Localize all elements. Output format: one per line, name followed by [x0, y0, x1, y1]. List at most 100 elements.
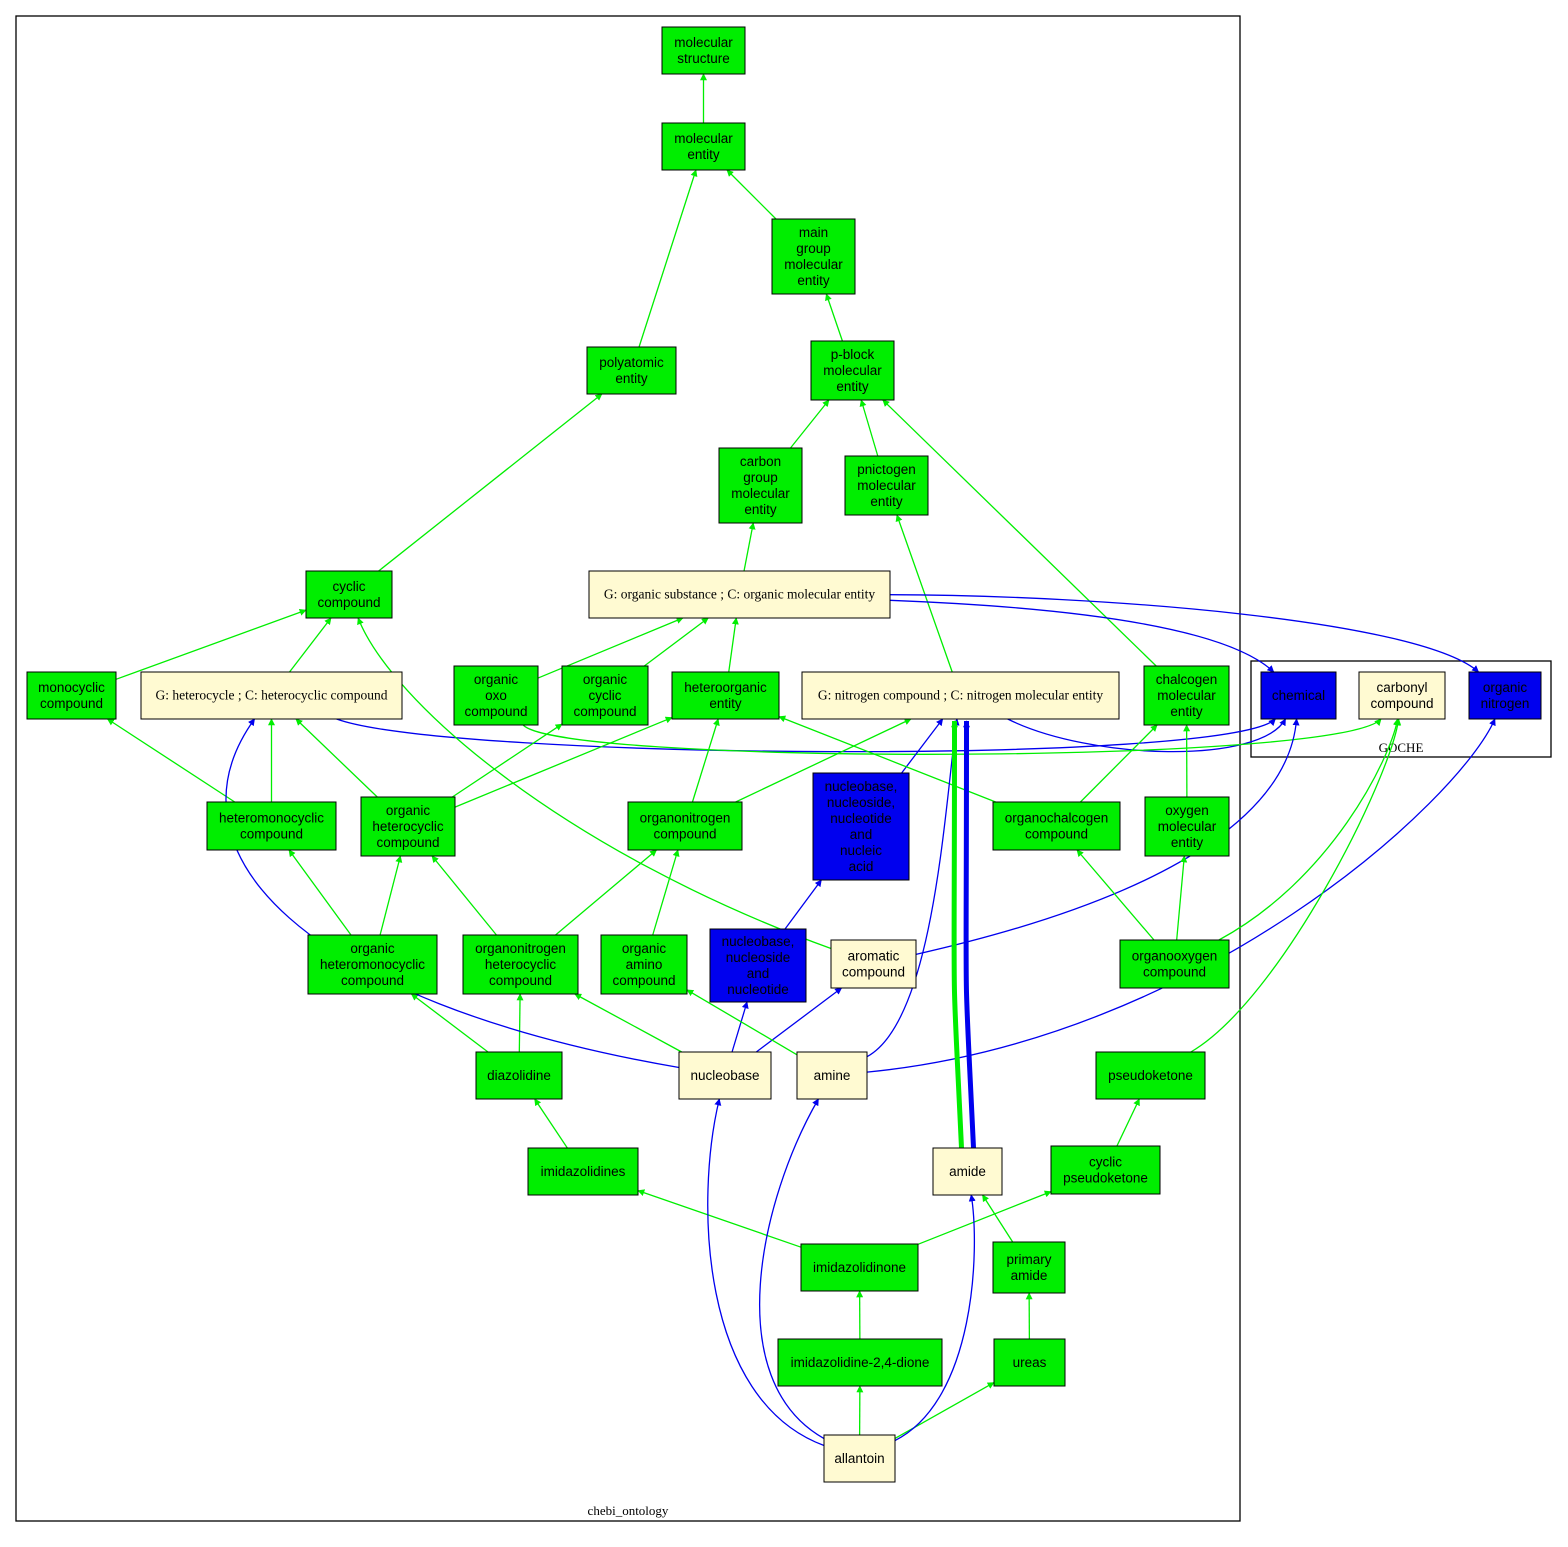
node-box: [586, 346, 677, 395]
node-diazolidine[interactable]: diazolidine: [475, 1051, 563, 1100]
node-box: [600, 934, 688, 995]
node-pseudoketone[interactable]: pseudoketone: [1095, 1051, 1206, 1100]
node-label: structure: [677, 51, 730, 66]
node-label: organic: [1483, 680, 1528, 695]
edge-chalcogen-to-pblock: [882, 399, 1157, 667]
node-label: molecular: [784, 257, 843, 272]
node-box: [671, 671, 780, 720]
edge-organic-heterocyclic-to-organic-cyclic: [452, 723, 563, 798]
node-label: nitrogen: [1481, 696, 1530, 711]
edge-organic-heteromonocyclic-to-organic-heterocyclic: [379, 855, 403, 936]
edge-organooxygen-to-organochalcogen: [1076, 849, 1155, 941]
node-box: [453, 665, 539, 726]
node-imidazolidinone[interactable]: imidazolidinone: [800, 1243, 919, 1292]
node-box: [475, 1051, 563, 1100]
node-label: compound: [653, 827, 716, 842]
node-box: [661, 26, 746, 75]
node-allantoin[interactable]: allantoin: [823, 1434, 896, 1483]
node-ureas[interactable]: ureas: [993, 1338, 1066, 1387]
edge-imidazolidines-to-diazolidine: [534, 1098, 568, 1149]
node-box: [1143, 665, 1230, 726]
node-label: G: heterocycle ; C: heterocyclic compoun…: [155, 688, 387, 703]
node-label: compound: [240, 827, 303, 842]
node-box: [1095, 1051, 1206, 1100]
node-label: molecular: [674, 131, 733, 146]
node-box: [661, 122, 746, 171]
edge-main-group-to-molecular-entity: [726, 169, 777, 220]
node-label: carbon: [740, 454, 781, 469]
edge-organooxygen-to-oxygen-molecular: [1176, 855, 1188, 941]
node-label: molecular: [674, 35, 733, 50]
node-box: [800, 1243, 919, 1292]
node-label: organic: [350, 941, 395, 956]
node-box: [360, 796, 456, 857]
node-organic-substance[interactable]: G: organic substance ; C: organic molecu…: [588, 570, 891, 619]
node-amide[interactable]: amide: [932, 1147, 1003, 1196]
node-label: oxygen: [1165, 803, 1209, 818]
node-label: entity: [1171, 835, 1204, 850]
node-box: [1358, 671, 1446, 720]
node-label: entity: [870, 494, 903, 509]
node-label: organochalcogen: [1005, 811, 1109, 826]
node-label: primary: [1006, 1252, 1051, 1267]
node-chemical[interactable]: chemical: [1260, 671, 1337, 720]
edge-nucleobase-nucleotide-to-nucleobase-nucleic: [784, 879, 822, 930]
node-imidazolidines[interactable]: imidazolidines: [527, 1147, 639, 1196]
node-label: heterocyclic: [485, 957, 557, 972]
node-imidazolidine-dione[interactable]: imidazolidine-2,4-dione: [777, 1338, 943, 1387]
edge-organic-substance-to-organic-nitrogen: [889, 594, 1480, 673]
node-label: compound: [40, 696, 103, 711]
node-label: pseudoketone: [1108, 1068, 1193, 1083]
node-label: organonitrogen: [475, 941, 566, 956]
node-nucleobase[interactable]: nucleobase: [678, 1051, 772, 1100]
edge-diazolidine-to-organic-heteromonocyclic: [410, 993, 489, 1053]
edge-organic-heterocyclic-to-heteroorganic: [454, 716, 673, 808]
node-label: compound: [573, 704, 636, 719]
edge-nucleobase-to-nucleobase-nucleotide: [731, 1001, 749, 1053]
node-label: organic: [474, 672, 519, 687]
edge-amide-to-nitrogen-compound: [950, 720, 964, 1149]
node-heterocycle[interactable]: G: heterocycle ; C: heterocyclic compoun…: [140, 671, 403, 720]
node-nucleobase-nucleic[interactable]: nucleobase,nucleoside,nucleotideandnucle…: [812, 772, 910, 881]
edge-nitrogen-compound-to-chemical: [1007, 718, 1287, 753]
node-nitrogen-compound[interactable]: G: nitrogen compound ; C: nitrogen molec…: [801, 671, 1120, 720]
edge-organonitrogen-to-nitrogen-compound: [735, 718, 912, 803]
node-box: [812, 772, 910, 881]
node-label: molecular: [823, 363, 882, 378]
node-amine[interactable]: amine: [796, 1051, 868, 1100]
node-label: heteromonocyclic: [320, 957, 425, 972]
node-label: amide: [1011, 1268, 1048, 1283]
edge-organic-cyclic-to-organic-substance: [643, 617, 709, 667]
node-label: heteroorganic: [684, 680, 767, 695]
node-label: group: [796, 241, 831, 256]
node-label: entity: [836, 379, 869, 394]
